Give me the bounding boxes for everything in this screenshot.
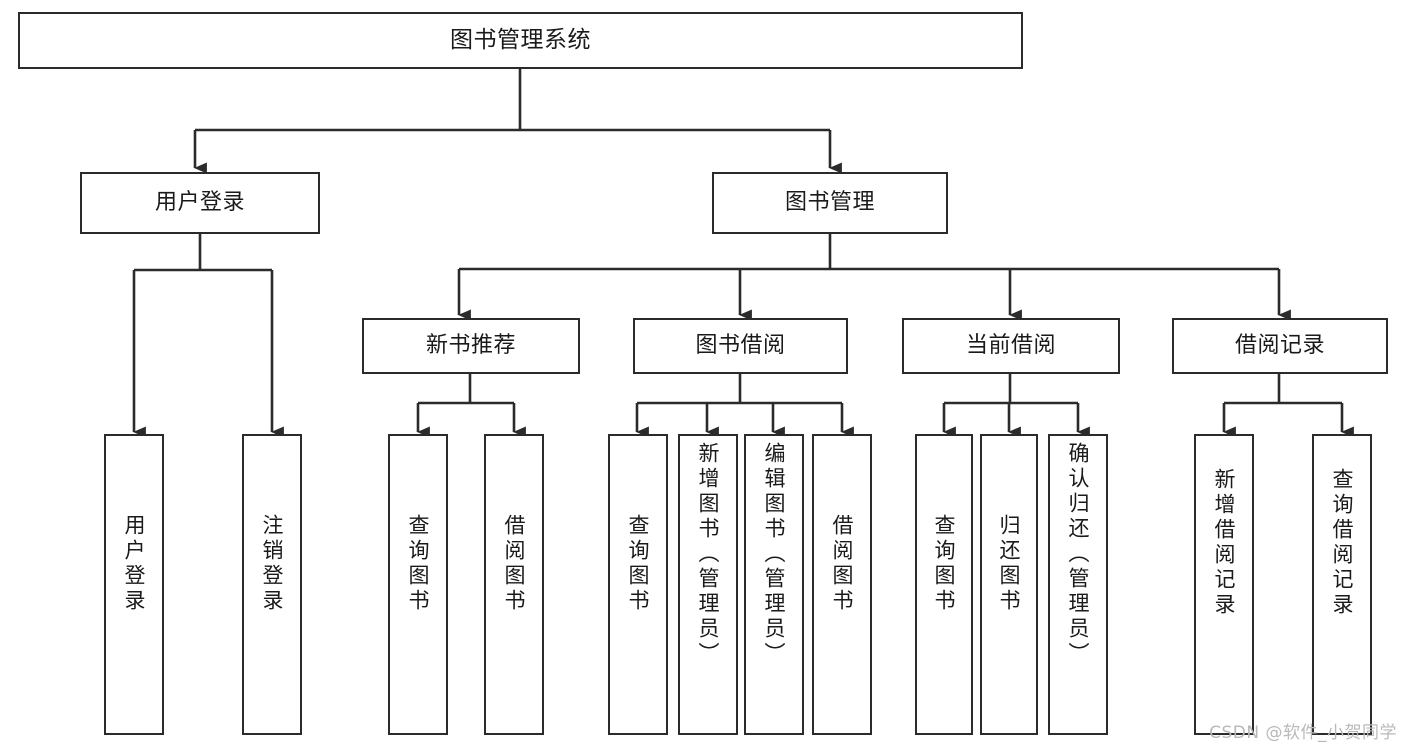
node-current-borrow-label: 当前借阅 [965,332,1056,358]
node-leaf-user-logout-label: 注销登录 [260,514,285,614]
node-leaf-user-login[interactable]: 用户登录 [104,434,164,735]
node-current-borrow[interactable]: 当前借阅 [902,318,1120,374]
node-book-borrow[interactable]: 图书借阅 [633,318,848,374]
node-borrow-record[interactable]: 借阅记录 [1172,318,1388,374]
node-leaf-borrow-book-1[interactable]: 借阅图书 [484,434,544,735]
watermark-text: CSDN @软件_小贺同学 [1209,723,1397,743]
node-leaf-add-record[interactable]: 新增借阅记录 [1194,434,1254,735]
node-leaf-query-book-2-label: 查询图书 [626,514,651,614]
node-leaf-confirm-return-label: 确认归还（管理员） [1066,442,1091,667]
node-new-book-recommend[interactable]: 新书推荐 [362,318,580,374]
node-root[interactable]: 图书管理系统 [18,12,1023,69]
node-borrow-record-label: 借阅记录 [1234,332,1325,358]
node-book-management[interactable]: 图书管理 [712,172,948,234]
node-root-label: 图书管理系统 [450,26,591,53]
node-leaf-confirm-return[interactable]: 确认归还（管理员） [1048,434,1108,735]
node-leaf-borrow-book-2[interactable]: 借阅图书 [812,434,872,735]
node-leaf-user-logout[interactable]: 注销登录 [242,434,302,735]
node-leaf-query-book-3[interactable]: 查询图书 [915,434,973,735]
node-leaf-borrow-book-1-label: 借阅图书 [502,514,527,614]
node-leaf-return-book-label: 归还图书 [997,514,1022,614]
node-leaf-query-record[interactable]: 查询借阅记录 [1312,434,1372,735]
node-leaf-query-record-label: 查询借阅记录 [1330,468,1355,618]
node-leaf-query-book-1[interactable]: 查询图书 [388,434,448,735]
node-user-login[interactable]: 用户登录 [80,172,320,234]
node-leaf-edit-book-label: 编辑图书（管理员） [762,442,787,667]
node-leaf-edit-book[interactable]: 编辑图书（管理员） [744,434,804,735]
node-leaf-query-book-2[interactable]: 查询图书 [608,434,668,735]
node-user-login-label: 用户登录 [154,189,245,215]
node-book-borrow-label: 图书借阅 [695,332,786,358]
node-leaf-add-book[interactable]: 新增图书（管理员） [678,434,738,735]
node-new-book-recommend-label: 新书推荐 [425,332,516,358]
node-leaf-query-book-3-label: 查询图书 [932,514,957,614]
node-leaf-borrow-book-2-label: 借阅图书 [830,514,855,614]
node-leaf-add-record-label: 新增借阅记录 [1212,468,1237,618]
node-leaf-user-login-label: 用户登录 [122,514,147,614]
node-leaf-return-book[interactable]: 归还图书 [980,434,1038,735]
node-leaf-query-book-1-label: 查询图书 [406,514,431,614]
node-book-management-label: 图书管理 [784,189,875,215]
node-leaf-add-book-label: 新增图书（管理员） [696,442,721,667]
